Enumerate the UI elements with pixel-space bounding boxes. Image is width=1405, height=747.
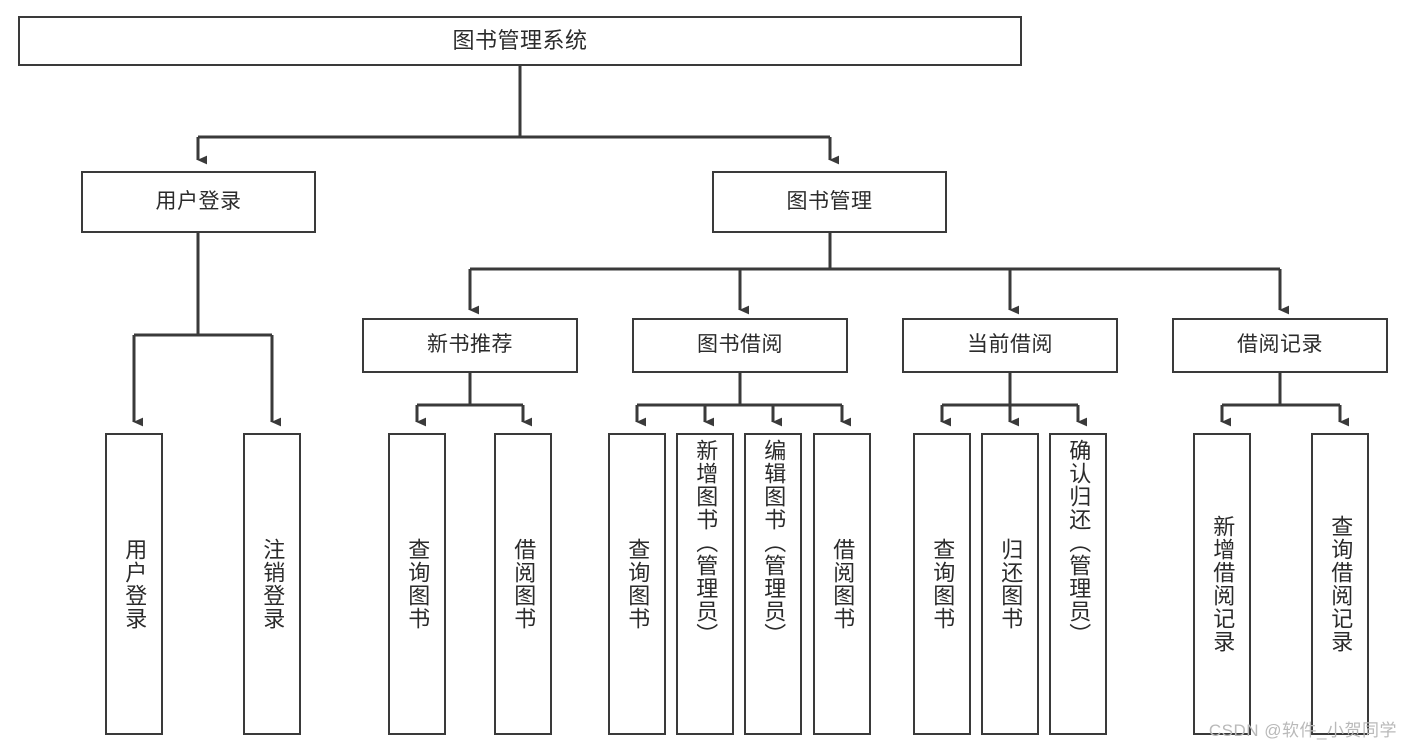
node-leaf-add-book-label: 新增图书（管理员） [693,439,719,646]
node-leaf-query-record-label: 查询借阅记录 [1328,515,1354,653]
node-leaf-add-record[interactable]: 新增借阅记录 [1193,433,1251,735]
node-leaf-user-login[interactable]: 用户登录 [105,433,163,735]
node-borrow-record-label: 借阅记录 [1237,333,1323,357]
node-new-book-recommend-label: 新书推荐 [427,333,513,357]
node-leaf-return-book-label: 归还图书 [998,538,1024,630]
node-new-book-recommend[interactable]: 新书推荐 [362,318,578,373]
node-current-borrow-label: 当前借阅 [967,333,1053,357]
node-leaf-query-book-3[interactable]: 查询图书 [913,433,971,735]
node-borrow-record[interactable]: 借阅记录 [1172,318,1388,373]
node-leaf-user-login-label: 用户登录 [122,538,148,630]
node-leaf-logout-login-label: 注销登录 [260,538,286,630]
csdn-watermark: CSDN @软件_小贺同学 [1208,721,1397,740]
node-user-login-label: 用户登录 [155,189,242,213]
node-book-borrow[interactable]: 图书借阅 [632,318,848,373]
node-leaf-return-book[interactable]: 归还图书 [981,433,1039,735]
node-leaf-borrow-book-1[interactable]: 借阅图书 [494,433,552,735]
node-leaf-query-book-1-label: 查询图书 [405,538,431,630]
node-leaf-edit-book-label: 编辑图书（管理员） [761,439,787,646]
node-root-label: 图书管理系统 [452,28,588,54]
node-leaf-query-book-3-label: 查询图书 [930,538,956,630]
node-current-borrow[interactable]: 当前借阅 [902,318,1118,373]
node-leaf-borrow-book-2[interactable]: 借阅图书 [813,433,871,735]
node-leaf-borrow-book-1-label: 借阅图书 [511,538,537,630]
node-book-manage-label: 图书管理 [786,189,873,213]
node-leaf-query-record[interactable]: 查询借阅记录 [1311,433,1369,735]
node-leaf-query-book-2-label: 查询图书 [625,538,651,630]
node-user-login[interactable]: 用户登录 [81,171,316,233]
node-leaf-borrow-book-2-label: 借阅图书 [830,538,856,630]
node-leaf-add-book[interactable]: 新增图书（管理员） [676,433,734,735]
node-root-book-management-system[interactable]: 图书管理系统 [18,16,1022,66]
node-leaf-add-record-label: 新增借阅记录 [1210,515,1236,653]
node-book-manage[interactable]: 图书管理 [712,171,947,233]
node-leaf-query-book-1[interactable]: 查询图书 [388,433,446,735]
node-leaf-edit-book[interactable]: 编辑图书（管理员） [744,433,802,735]
node-book-borrow-label: 图书借阅 [697,333,783,357]
node-leaf-query-book-2[interactable]: 查询图书 [608,433,666,735]
node-leaf-logout-login[interactable]: 注销登录 [243,433,301,735]
node-leaf-confirm-return-label: 确认归还（管理员） [1066,439,1092,646]
node-leaf-confirm-return[interactable]: 确认归还（管理员） [1049,433,1107,735]
